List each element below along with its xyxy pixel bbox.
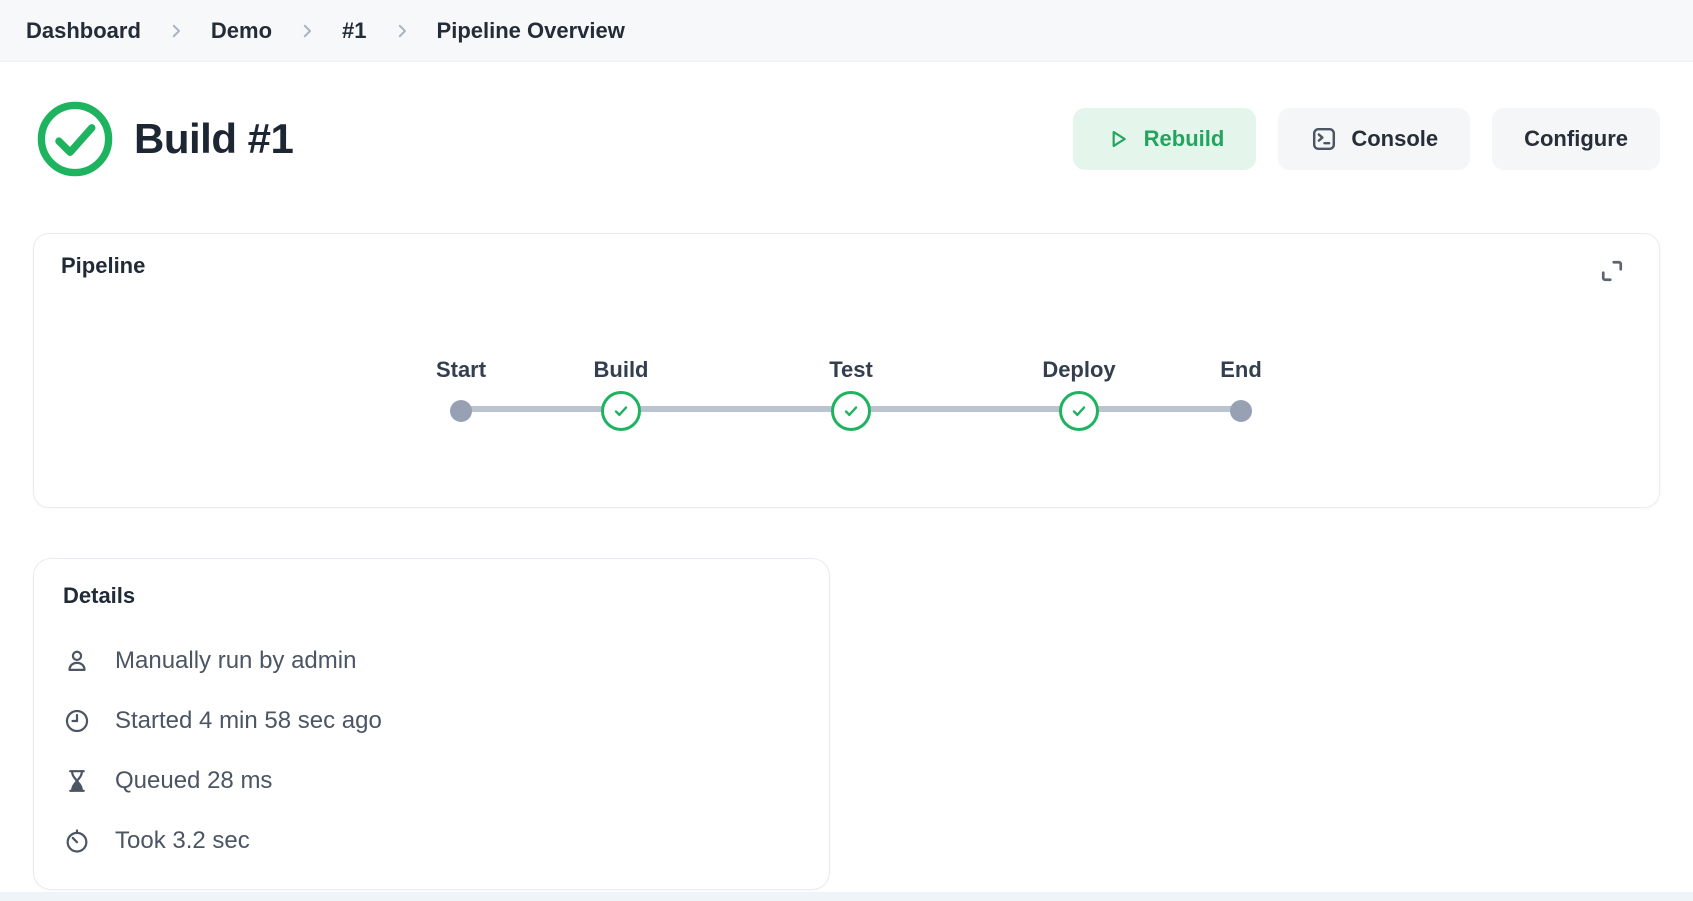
build-header: Build #1 Rebuild Console Configure — [33, 95, 1660, 183]
configure-button-label: Configure — [1524, 126, 1628, 151]
pipeline-stage-end: End — [1171, 357, 1311, 433]
clock-icon — [65, 709, 89, 733]
breadcrumb-bar: Dashboard Demo #1 Pipeline Overview — [0, 0, 1693, 62]
breadcrumb: Dashboard Demo #1 Pipeline Overview — [26, 18, 625, 44]
expand-icon — [1601, 260, 1623, 282]
hourglass-icon — [69, 770, 85, 792]
console-button-label: Console — [1351, 126, 1439, 151]
detail-text: Started 4 min 58 sec ago — [115, 707, 382, 734]
stage-node-success[interactable] — [831, 391, 871, 431]
pipeline-stage-deploy: Deploy — [1009, 357, 1149, 433]
detail-row-took: Took 3.2 sec — [63, 811, 800, 871]
breadcrumb-item-demo[interactable]: Demo — [210, 17, 273, 43]
next-section-edge — [0, 892, 1693, 901]
configure-button[interactable]: Configure — [1492, 108, 1660, 170]
terminal-icon — [1313, 127, 1336, 151]
success-check-circle-icon — [37, 101, 113, 177]
details-rows: Manually run by admin Started 4 min 58 s… — [63, 631, 800, 871]
breadcrumb-item-pipeline-overview[interactable]: Pipeline Overview — [436, 17, 625, 43]
stopwatch-icon — [66, 829, 88, 853]
stage-label: Start — [435, 357, 487, 382]
detail-text: Queued 28 ms — [115, 767, 273, 794]
rebuild-button[interactable]: Rebuild — [1072, 108, 1257, 170]
rebuild-button-label: Rebuild — [1143, 126, 1225, 151]
user-icon — [68, 650, 86, 671]
pipeline-stage-build: Build — [551, 357, 691, 433]
check-icon — [844, 406, 858, 417]
details-card-title: Details — [63, 583, 136, 608]
stage-node-success[interactable] — [1059, 391, 1099, 431]
detail-text: Manually run by admin — [115, 647, 357, 674]
pipeline-card: Pipeline Start Build Test Deploy — [33, 233, 1660, 508]
end-node — [1230, 400, 1252, 422]
start-node — [450, 400, 472, 422]
breadcrumb-item-dashboard[interactable]: Dashboard — [26, 17, 141, 43]
detail-text: Took 3.2 sec — [115, 827, 250, 854]
header-actions: Rebuild Console Configure — [1072, 108, 1660, 170]
detail-row-queued: Queued 28 ms — [63, 751, 800, 811]
detail-row-cause: Manually run by admin — [63, 631, 800, 691]
stage-label: Test — [829, 357, 873, 382]
check-icon — [614, 406, 628, 417]
breadcrumb-item-build-number[interactable]: #1 — [342, 17, 367, 43]
stage-label: Deploy — [1042, 357, 1116, 382]
chevron-right-icon — [298, 22, 316, 40]
pipeline-stage-start: Start — [391, 357, 531, 433]
play-icon — [1112, 130, 1126, 148]
expand-button[interactable] — [1595, 254, 1629, 288]
stage-label: Build — [593, 357, 649, 382]
build-title-group: Build #1 — [33, 97, 294, 181]
console-button[interactable]: Console — [1278, 108, 1471, 170]
pipeline-stage-test: Test — [781, 357, 921, 433]
stage-node-success[interactable] — [601, 391, 641, 431]
check-icon — [1072, 406, 1086, 417]
chevron-right-icon — [167, 22, 185, 40]
chevron-right-icon — [393, 22, 411, 40]
page-title: Build #1 — [134, 115, 294, 162]
stage-label: End — [1220, 357, 1262, 382]
details-card: Details Manually run by admin Started 4 … — [33, 558, 830, 890]
detail-row-started: Started 4 min 58 sec ago — [63, 691, 800, 751]
pipeline-card-title: Pipeline — [61, 253, 146, 278]
